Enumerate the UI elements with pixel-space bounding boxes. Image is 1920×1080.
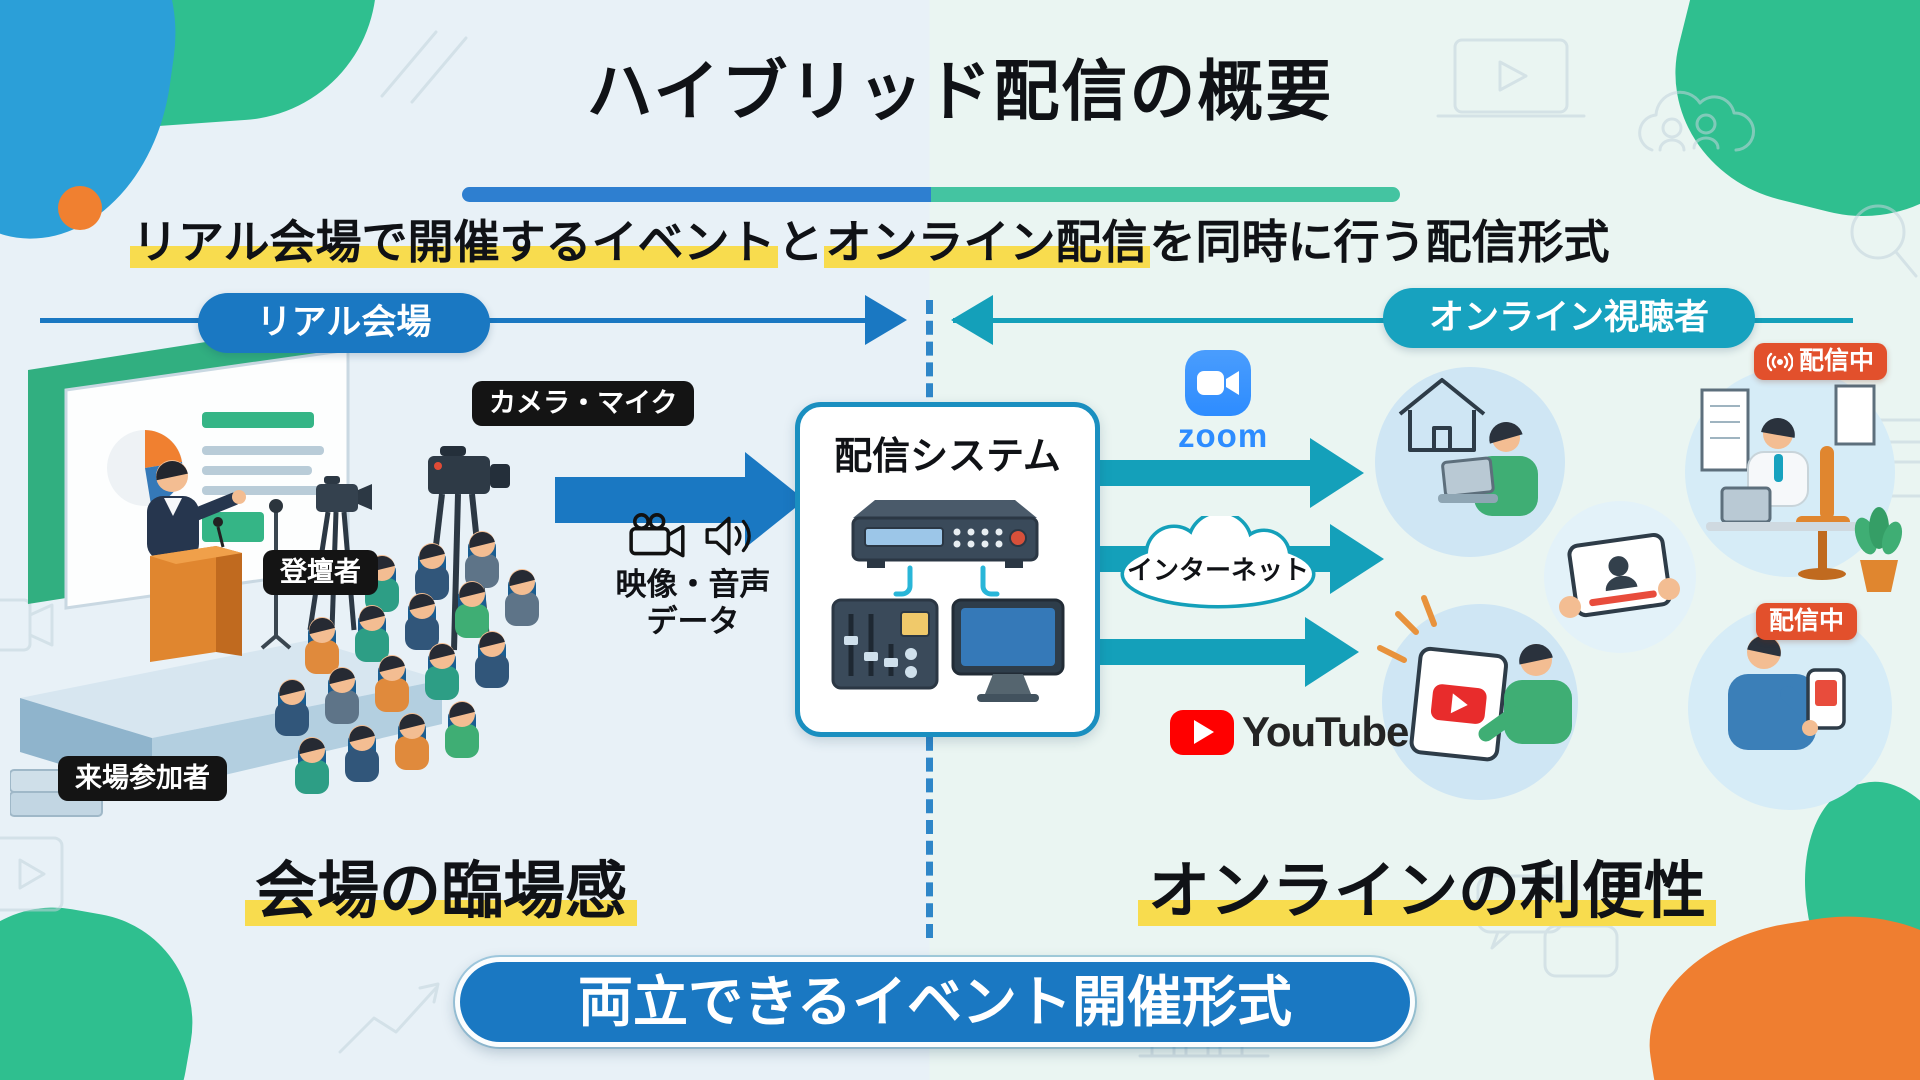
av-data-label-line1: 映像・音声 [615,567,771,602]
venue-caption-text: 会場の臨場感 [244,857,637,926]
viewer-tablet-video [1377,595,1578,800]
online-zone-badge: オンライン視聴者 [1383,288,1755,348]
system-to-internet-arrowhead [1330,524,1384,594]
decor-dot-orange [58,186,102,230]
viewer-phone [1688,606,1892,810]
tablet-icon [1567,532,1672,618]
tablet-play-icon [1409,646,1508,762]
streaming-system-box: 配信システム [795,402,1100,737]
venue-zone-badge: リアル会場 [198,293,490,353]
subtitle-plain-2: を同時に行う配信形式 [1149,216,1610,268]
youtube-wordmark: YouTube [1242,708,1409,755]
presenter-figure [147,460,246,560]
system-to-youtube-arrow [1098,639,1307,665]
venue-to-system-arrow [555,477,747,523]
lines-doodle [380,30,468,104]
subtitle-plain-1: と [777,216,824,268]
subtitle-highlight-2: オンライン配信 [823,216,1150,268]
cloud-icon [1120,510,1316,609]
system-to-youtube-arrowhead [1305,617,1359,687]
podium [150,517,242,662]
title-underline-blue [462,187,931,202]
page-title: ハイブリッド配信の概要 [586,54,1334,128]
title-underline [462,187,1400,202]
zoom-camera-icon [1185,350,1251,416]
audience-label: 来場参加者 [58,756,227,801]
youtube-play-icon [1170,709,1234,755]
zoom-logo: zoom [1178,350,1269,454]
online-caption: オンラインの利便性 [1107,840,1747,930]
audio-mixer-icon [831,598,939,690]
system-to-zoom-arrowhead [1310,438,1364,508]
trend-doodle-icon [338,982,440,1054]
system-to-zoom-arrow [1098,460,1312,486]
online-zone-arrowhead [951,295,993,345]
camera-doodle-icon [0,598,54,652]
live-badge-mid: 配信中 [1756,603,1858,640]
live-badge-top: 配信中 [1754,343,1888,380]
venue-caption: 会場の臨場感 [121,840,761,930]
encoder-deck-icon [851,500,1039,568]
laptop-icon [1441,456,1495,498]
broadcast-icon [1767,352,1793,371]
viewer-tablet-hands [1544,501,1696,653]
online-caption-text: オンラインの利便性 [1137,857,1716,926]
live-badge-top-label: 配信中 [1799,347,1875,375]
av-data-label: 映像・音声 データ [578,566,808,640]
magnifier-doodle-icon [1850,204,1918,278]
smartphone-icon [1806,668,1846,730]
viewer-home-laptop [1375,367,1565,557]
subtitle-highlight-1: リアル会場で開催するイベント [130,216,778,268]
building-icon [1700,384,1876,472]
video-camera-icon [629,513,685,558]
house-icon [1398,378,1486,452]
streaming-system-title: 配信システム [834,436,1061,478]
av-data-label-line2: データ [646,604,740,639]
title-underline-teal [931,187,1400,202]
av-data-icons [598,513,788,559]
play-screen-doodle-icon [0,836,64,912]
youtube-logo: YouTube [1170,708,1409,756]
online-viewers-illustration [1375,367,1903,810]
venue-zone-arrowhead [865,295,907,345]
speaker-icon [705,516,751,556]
live-badge-mid-label: 配信中 [1769,607,1845,635]
presenter-label: 登壇者 [263,550,378,595]
plant-icon [1854,507,1903,592]
monitor-icon [951,598,1065,702]
zoom-wordmark: zoom [1178,417,1269,454]
cloud-people-doodle-icon [1638,90,1756,152]
subtitle: リアル会場で開催するイベントとオンライン配信を同時に行う配信形式 [130,206,1610,272]
streaming-equipment-illustration [831,500,1065,702]
internet-label: インターネット [1126,555,1309,585]
footer-banner: 両立できるイベント開催形式 [455,957,1415,1047]
spark-lines [1377,595,1437,663]
laptop-doodle-icon [1436,38,1586,118]
internet-cloud: インターネット [1108,510,1328,614]
camera-mic-label: カメラ・マイク [472,381,695,426]
viewer-desk-laptop [1685,367,1903,592]
